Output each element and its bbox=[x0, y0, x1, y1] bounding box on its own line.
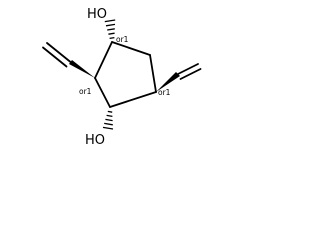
left-vinyl-double-bond bbox=[42, 42, 72, 68]
stereo-label-c2: or1 bbox=[79, 87, 92, 96]
solid-wedge-c4-vinyl bbox=[156, 72, 180, 92]
right-vinyl-double-bond bbox=[177, 63, 202, 80]
chemical-structure: HO HO or1 or1 or1 bbox=[42, 7, 202, 148]
stereo-label-c1: or1 bbox=[116, 35, 129, 44]
bond-c5-c4 bbox=[149, 54, 157, 93]
hashed-wedge-c1-oh bbox=[104, 19, 116, 40]
stereo-label-c4: or1 bbox=[158, 88, 171, 97]
ring-bonds bbox=[94, 41, 157, 108]
hashed-wedge-c3-oh bbox=[102, 110, 114, 130]
bond-c1-c5 bbox=[111, 41, 151, 56]
hydroxyl-label-top: HO bbox=[87, 7, 107, 22]
bond-c4-c3 bbox=[109, 91, 157, 108]
solid-wedge-c2-vinyl bbox=[69, 60, 95, 78]
bond-c3-c2 bbox=[94, 77, 111, 108]
hydroxyl-label-bottom: HO bbox=[85, 133, 105, 148]
bond-c2-c1 bbox=[94, 41, 113, 79]
